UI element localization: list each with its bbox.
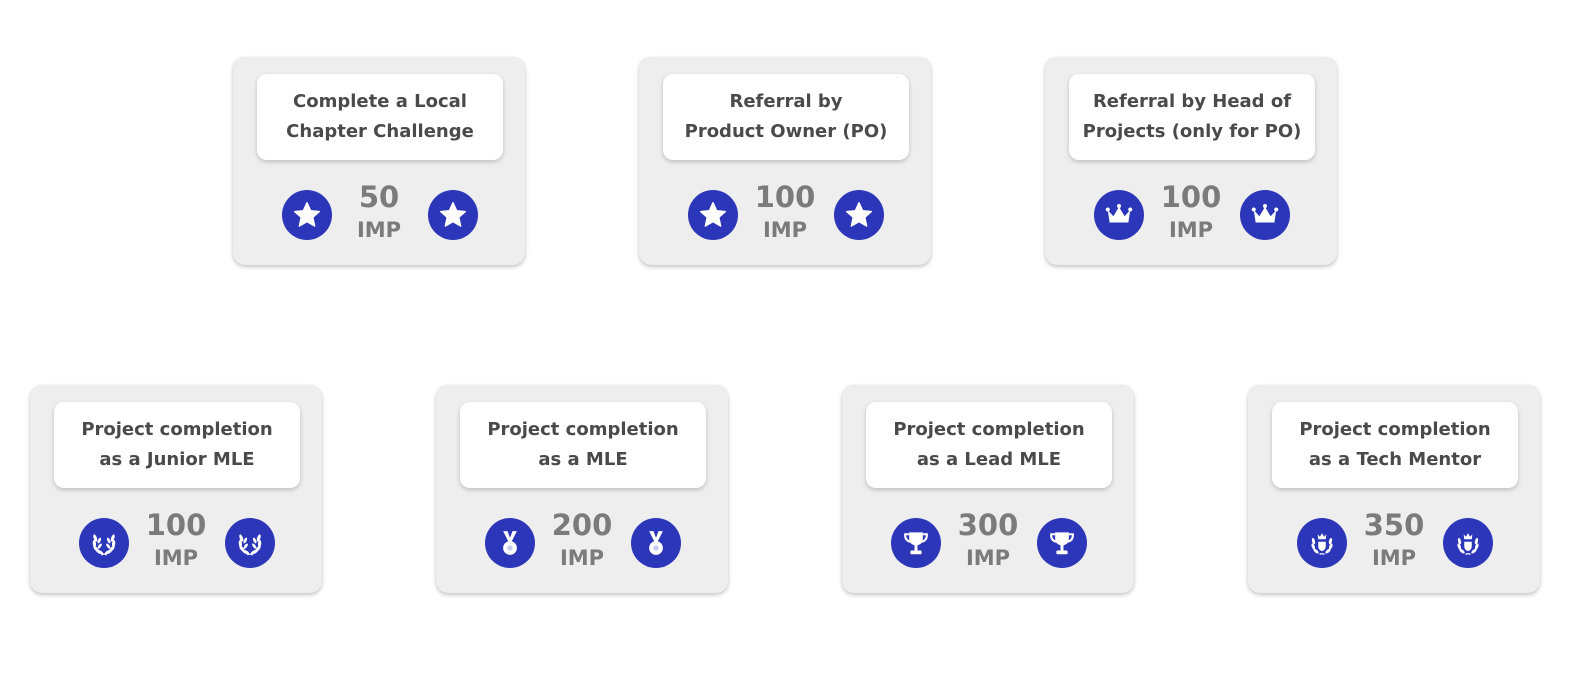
reward-card-title: Complete a Local Chapter Challenge: [257, 74, 503, 160]
reward-card-title: Project completion as a Tech Mentor: [1272, 402, 1518, 488]
points-unit: IMP: [356, 218, 402, 242]
laurel-wreath-icon: [225, 518, 275, 568]
title-line: as a Junior MLE: [99, 449, 255, 470]
points-unit: IMP: [965, 546, 1011, 570]
points-value: 350: [1363, 508, 1425, 542]
reward-card-title: Referral by Head of Projects (only for P…: [1069, 74, 1315, 160]
title-line: Project completion: [81, 419, 273, 440]
star-icon: [282, 190, 332, 240]
trophy-icon: [891, 518, 941, 568]
title-line: Project completion: [487, 419, 679, 440]
title-line: Chapter Challenge: [286, 121, 474, 142]
points-display: 100 IMP: [735, 179, 835, 245]
crown-icon: [1094, 190, 1144, 240]
points-value: 100: [754, 180, 816, 214]
points-value: 100: [145, 508, 207, 542]
title-line: Referral by: [729, 91, 843, 112]
points-unit: IMP: [1168, 218, 1214, 242]
points-display: 200 IMP: [532, 507, 632, 573]
points-display: 100 IMP: [126, 507, 226, 573]
title-line: Project completion: [893, 419, 1085, 440]
reward-card-tech-mentor: Project completion as a Tech Mentor 350 …: [1248, 385, 1540, 593]
title-line: as a Lead MLE: [916, 449, 1062, 470]
points-value: 200: [551, 508, 613, 542]
reward-card-referral-by-head-of-projects: Referral by Head of Projects (only for P…: [1045, 57, 1337, 265]
title-line: as a MLE: [538, 449, 628, 470]
points-unit: IMP: [153, 546, 199, 570]
crown-icon: [1240, 190, 1290, 240]
star-icon: [834, 190, 884, 240]
crowned-laurel-icon: [1443, 518, 1493, 568]
points-display: 100 IMP: [1141, 179, 1241, 245]
title-line: Product Owner (PO): [684, 121, 888, 142]
reward-card-title: Project completion as a Lead MLE: [866, 402, 1112, 488]
star-icon: [428, 190, 478, 240]
reward-card-title: Project completion as a MLE: [460, 402, 706, 488]
points-unit: IMP: [762, 218, 808, 242]
reward-card-mle: Project completion as a MLE 200 IMP: [436, 385, 728, 593]
reward-card-lead-mle: Project completion as a Lead MLE 300 IMP: [842, 385, 1134, 593]
reward-card-referral-by-po: Referral by Product Owner (PO) 100 IMP: [639, 57, 931, 265]
title-line: Complete a Local: [293, 91, 467, 112]
reward-card-local-chapter-challenge: Complete a Local Chapter Challenge 50 IM…: [233, 57, 525, 265]
laurel-wreath-icon: [79, 518, 129, 568]
points-value: 50: [358, 180, 400, 214]
medal-icon: [631, 518, 681, 568]
points-display: 50 IMP: [329, 179, 429, 245]
points-value: 300: [957, 508, 1019, 542]
points-value: 100: [1160, 180, 1222, 214]
reward-card-title: Referral by Product Owner (PO): [663, 74, 909, 160]
title-line: Projects (only for PO): [1082, 121, 1302, 142]
trophy-icon: [1037, 518, 1087, 568]
title-line: as a Tech Mentor: [1308, 449, 1482, 470]
title-line: Project completion: [1299, 419, 1491, 440]
star-icon: [688, 190, 738, 240]
reward-card-title: Project completion as a Junior MLE: [54, 402, 300, 488]
crowned-laurel-icon: [1297, 518, 1347, 568]
points-unit: IMP: [559, 546, 605, 570]
title-line: Referral by Head of: [1092, 91, 1292, 112]
points-unit: IMP: [1371, 546, 1417, 570]
points-display: 300 IMP: [938, 507, 1038, 573]
reward-card-junior-mle: Project completion as a Junior MLE 100 I…: [30, 385, 322, 593]
points-display: 350 IMP: [1344, 507, 1444, 573]
medal-icon: [485, 518, 535, 568]
